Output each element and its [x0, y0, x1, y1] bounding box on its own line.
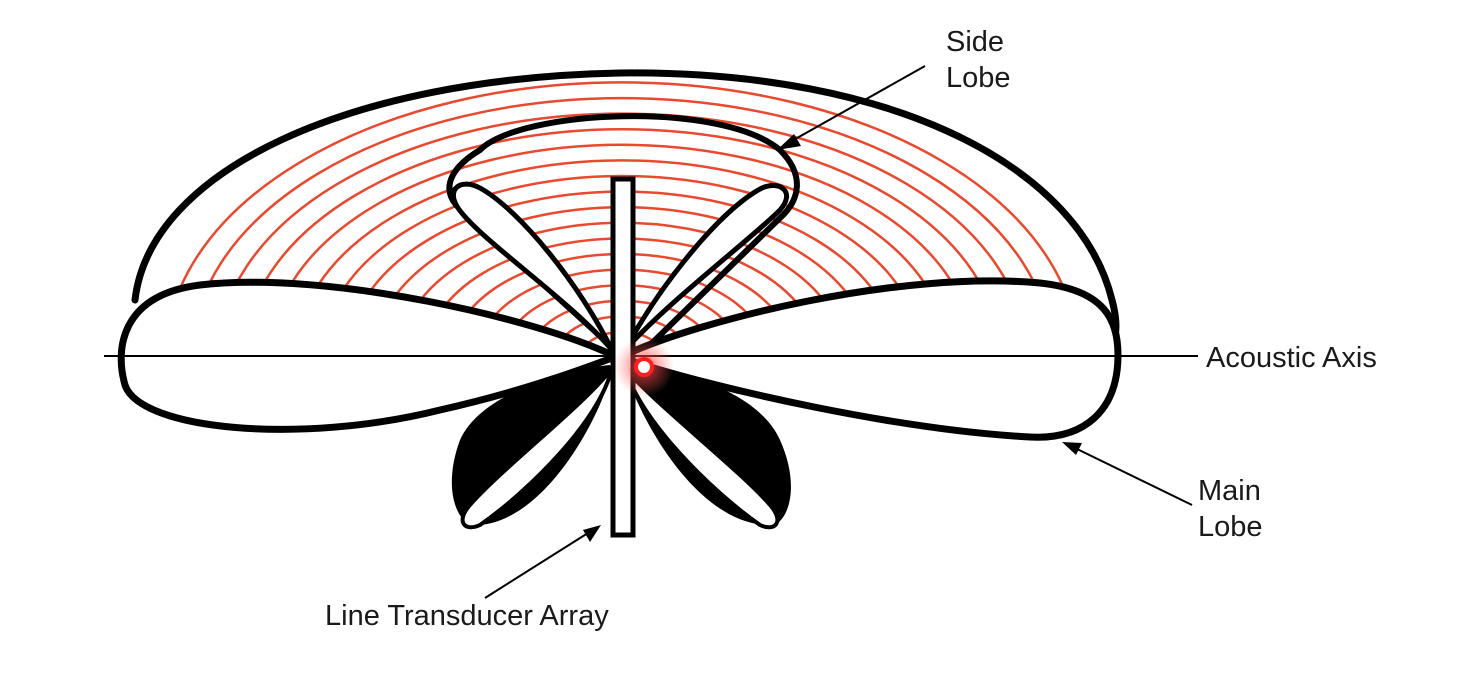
side-lobe-arrow	[777, 65, 926, 150]
wavefront-arc	[164, 81, 1080, 356]
wavefront-arc	[268, 143, 976, 356]
source-dot	[634, 357, 654, 377]
upper-central-lobe	[446, 113, 800, 348]
wavefront-arc	[242, 127, 1002, 356]
side-lobe-label-line2: Lobe	[946, 62, 1011, 94]
main-lobe-label-line2: Lobe	[1198, 511, 1263, 543]
upper-left-petal	[450, 181, 615, 352]
upper-right-petal	[622, 183, 789, 352]
side-lobe-label-line1: Side	[946, 26, 1005, 58]
wavefront-arc	[294, 159, 950, 356]
array-arrow	[484, 525, 601, 599]
wavefront-arc	[320, 174, 924, 356]
lower-right-petal	[623, 366, 780, 530]
main-lobe-label: Main Lobe	[1198, 473, 1263, 545]
main-lobe-arrow	[1062, 442, 1193, 506]
outer-envelope	[131, 69, 1120, 356]
line-transducer-array-label: Line Transducer Array	[325, 600, 609, 632]
side-lobe-label: Side Lobe	[946, 24, 1011, 96]
wavefront-arc	[190, 96, 1054, 356]
lower-left-petal	[460, 366, 614, 530]
main-lobe-label-line1: Main	[1198, 475, 1261, 507]
acoustic-axis-label: Acoustic Axis	[1206, 342, 1377, 374]
